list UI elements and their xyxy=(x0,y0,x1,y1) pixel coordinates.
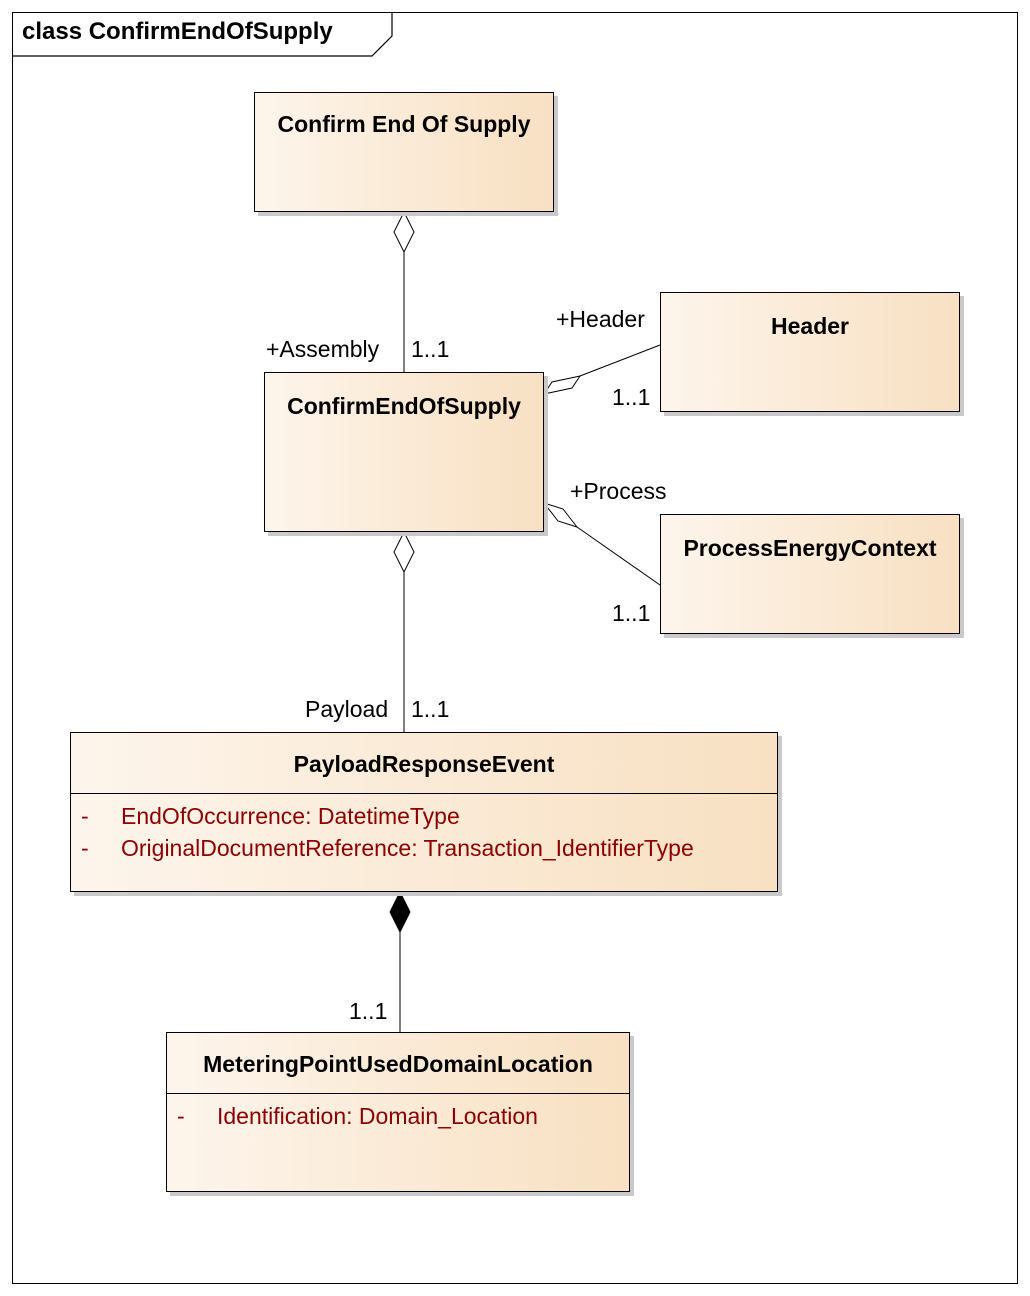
class-confirm-end-of-supply-assembly[interactable]: ConfirmEndOfSupply xyxy=(264,372,544,532)
attribute-visibility: - xyxy=(81,803,89,829)
assembly-multiplicity-label: 1..1 xyxy=(411,336,450,362)
header-multiplicity-label: 1..1 xyxy=(612,384,651,410)
assembly-aggregation-diamond xyxy=(393,210,415,254)
attribute-text: OriginalDocumentReference: Transaction_I… xyxy=(121,835,694,861)
process-aggregation-diamond xyxy=(542,502,579,528)
class-confirm-end-of-supply[interactable]: Confirm End Of Supply xyxy=(254,92,554,212)
assembly-role-label: +Assembly xyxy=(266,336,380,362)
process-association-line xyxy=(576,526,661,586)
class-payload-response-event[interactable]: PayloadResponseEvent - EndOfOccurrence: D… xyxy=(70,732,778,892)
attribute-visibility: - xyxy=(81,835,89,861)
location-multiplicity-label: 1..1 xyxy=(349,998,388,1024)
header-association-line xyxy=(579,344,661,377)
frame-tab xyxy=(12,12,393,57)
class-header[interactable]: Header xyxy=(660,292,960,412)
class-process-energy-context[interactable]: ProcessEnergyContext xyxy=(660,514,960,634)
header-aggregation-diamond xyxy=(542,375,582,395)
class-name: ProcessEnergyContext xyxy=(683,535,937,561)
attribute-text: EndOfOccurrence: DatetimeType xyxy=(121,803,460,829)
attribute-visibility: - xyxy=(177,1103,185,1129)
class-separator xyxy=(167,1093,629,1094)
class-name: PayloadResponseEvent xyxy=(293,751,555,777)
payload-role-label: Payload xyxy=(305,696,389,722)
payload-multiplicity-label: 1..1 xyxy=(411,696,450,722)
class-metering-point-used-domain-location[interactable]: MeteringPointUsedDomainLocation - Identif… xyxy=(166,1032,630,1192)
class-name: Confirm End Of Supply xyxy=(277,111,531,137)
header-role-label: +Header xyxy=(556,306,645,332)
diagram-frame xyxy=(12,12,1018,1284)
payload-aggregation-diamond xyxy=(393,530,415,574)
process-multiplicity-label: 1..1 xyxy=(612,600,651,626)
class-attribute: - OriginalDocumentReference: Transaction_… xyxy=(81,835,694,862)
class-separator xyxy=(71,793,777,794)
class-attribute: - EndOfOccurrence: DatetimeType xyxy=(81,803,460,830)
frame-title: class ConfirmEndOfSupply xyxy=(22,18,333,45)
class-name: Header xyxy=(771,313,849,339)
location-composition-diamond xyxy=(389,890,411,934)
class-name: MeteringPointUsedDomainLocation xyxy=(203,1051,593,1077)
process-role-label: +Process xyxy=(570,478,667,504)
class-attribute: - Identification: Domain_Location xyxy=(177,1103,538,1130)
class-name: ConfirmEndOfSupply xyxy=(287,393,521,419)
attribute-text: Identification: Domain_Location xyxy=(217,1103,538,1129)
